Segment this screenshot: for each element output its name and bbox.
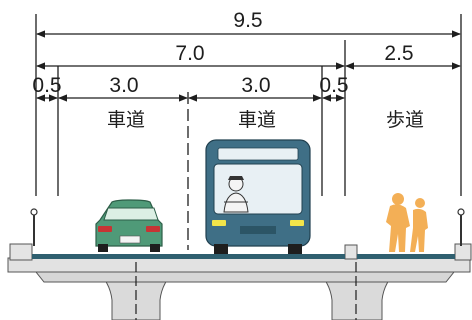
right-lane-label: 車道 bbox=[238, 109, 276, 131]
railing-posts bbox=[30, 208, 465, 246]
roadway-width-label: 7.0 bbox=[175, 42, 204, 65]
pedestrian-illustration bbox=[386, 193, 428, 252]
right-parapet bbox=[454, 243, 472, 261]
median-curb bbox=[344, 244, 358, 260]
total-width-label: 9.5 bbox=[233, 9, 262, 32]
right-shoulder-label: 0.5 bbox=[319, 74, 348, 97]
deck-girder bbox=[34, 271, 456, 283]
left-lane-width-label: 3.0 bbox=[109, 74, 138, 97]
bridge-structure bbox=[7, 243, 472, 320]
sidewalk-surface bbox=[357, 254, 455, 259]
car-illustration bbox=[95, 199, 163, 252]
road-surface bbox=[32, 254, 345, 259]
right-lane-width-label: 3.0 bbox=[241, 74, 270, 97]
sidewalk-label: 歩道 bbox=[386, 109, 424, 131]
left-shoulder-label: 0.5 bbox=[32, 74, 61, 97]
left-parapet bbox=[9, 243, 33, 261]
left-lane-label: 車道 bbox=[107, 109, 145, 131]
deck-slab bbox=[7, 257, 471, 273]
sidewalk-width-label: 2.5 bbox=[384, 42, 413, 65]
dimension-lines bbox=[35, 14, 462, 250]
bus-illustration bbox=[205, 139, 311, 254]
